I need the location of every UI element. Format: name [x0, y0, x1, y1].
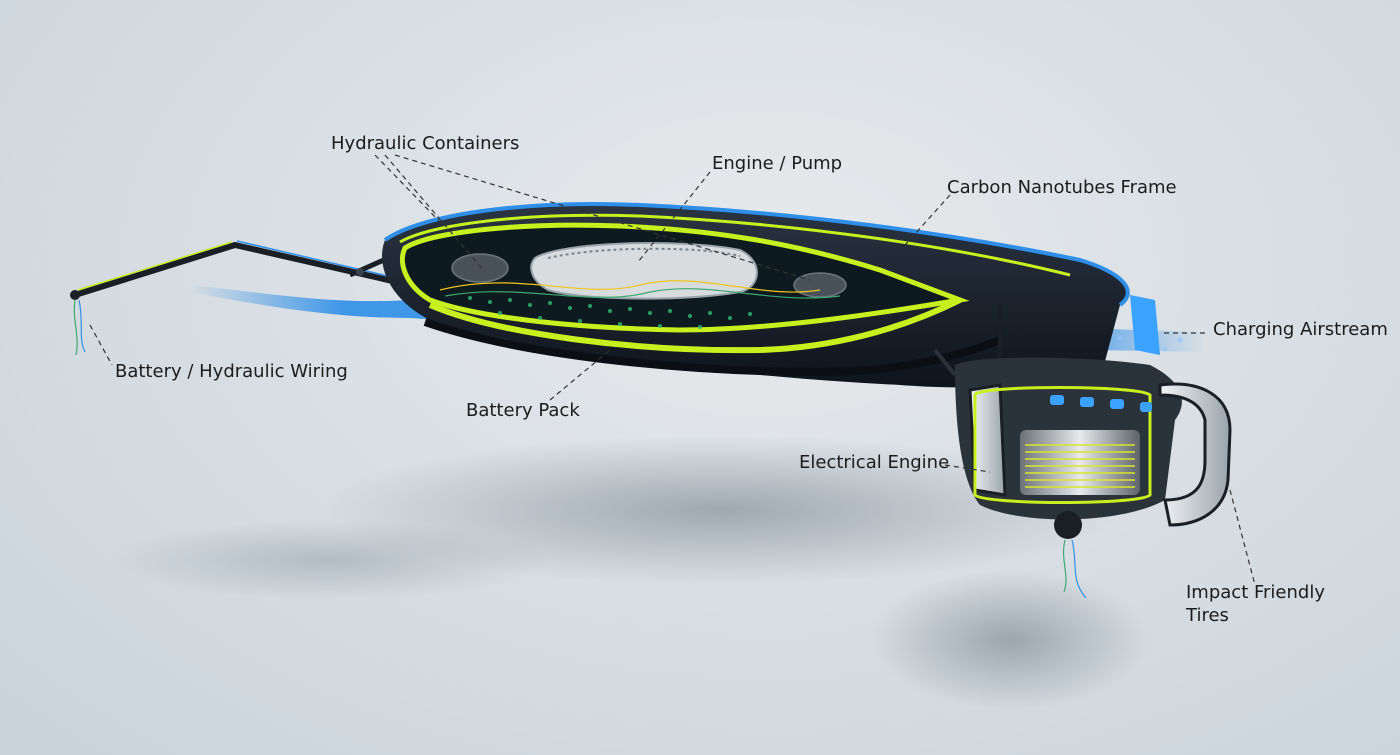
- label-impact-friendly-tires-line1: Impact Friendly: [1186, 581, 1325, 605]
- label-engine-pump: Engine / Pump: [712, 152, 842, 176]
- label-battery-pack: Battery Pack: [466, 399, 580, 423]
- label-carbon-nanotubes-frame: Carbon Nanotubes Frame: [947, 176, 1177, 200]
- label-impact-friendly-tires-line2: Tires: [1186, 604, 1229, 628]
- label-charging-airstream: Charging Airstream: [1213, 318, 1388, 342]
- label-hydraulic-containers: Hydraulic Containers: [331, 132, 519, 156]
- label-battery-hydraulic-wiring: Battery / Hydraulic Wiring: [115, 360, 348, 384]
- label-electrical-engine: Electrical Engine: [799, 451, 949, 475]
